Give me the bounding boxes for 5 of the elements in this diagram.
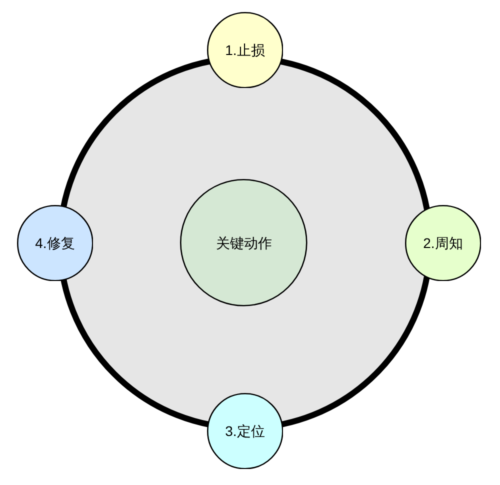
step-label: 4.修复 xyxy=(35,234,75,252)
step-label: 1.止损 xyxy=(225,42,265,58)
center-label: 关键动作 xyxy=(216,234,272,252)
step-label: 3.定位 xyxy=(225,422,265,440)
step-label: 2.周知 xyxy=(423,234,463,252)
